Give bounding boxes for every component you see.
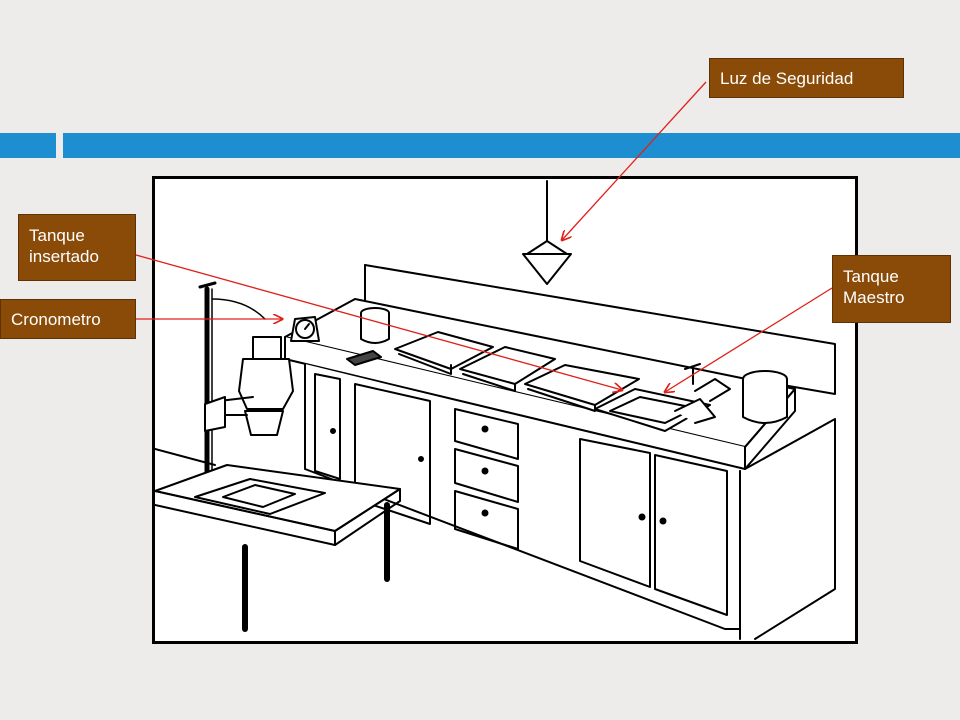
callout-safelight: Luz de Seguridad <box>709 58 904 98</box>
drawer <box>454 448 519 503</box>
callout-master-tank: Tanque Maestro <box>832 255 951 323</box>
master-tank <box>594 388 711 432</box>
canister <box>742 378 788 424</box>
callout-inserted-tank: Tanque insertado <box>18 214 136 281</box>
jar <box>360 312 390 344</box>
drawer <box>454 408 519 460</box>
accent-bar-right <box>63 133 960 158</box>
accent-bar-left <box>0 133 56 158</box>
cabinet-door <box>354 383 431 525</box>
callout-timer: Cronometro <box>0 299 136 339</box>
darkroom-illustration <box>152 176 858 644</box>
safelight-shade <box>522 253 572 285</box>
drawer <box>454 490 519 550</box>
enlarger-head <box>238 358 294 410</box>
cabinet-door <box>579 438 651 588</box>
cabinet-door <box>654 454 728 616</box>
